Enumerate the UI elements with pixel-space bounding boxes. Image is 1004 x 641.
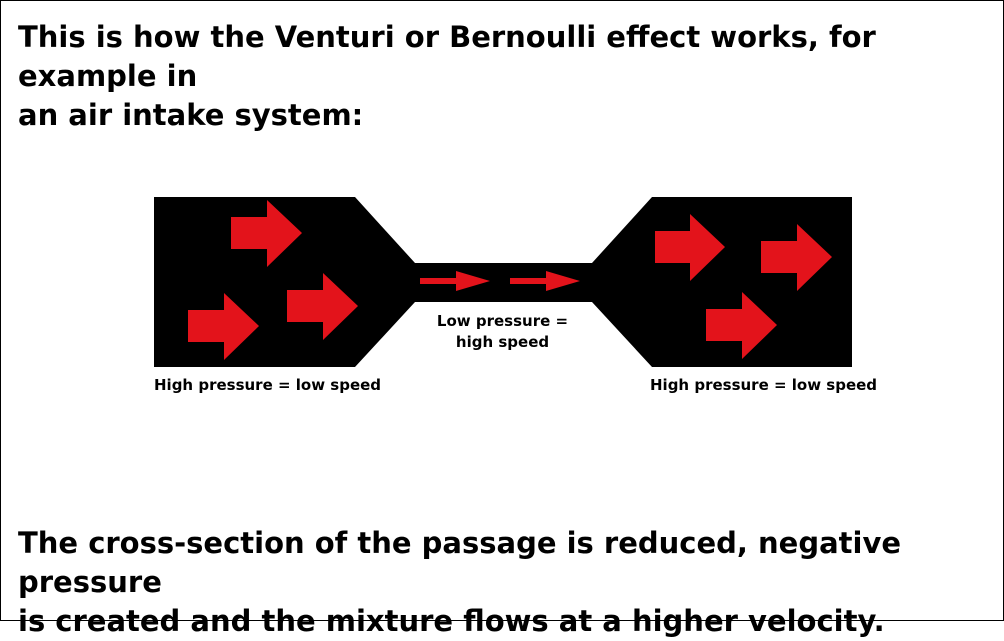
right-arrow-icon <box>188 293 259 360</box>
right-arrow-icon <box>287 273 358 340</box>
footer-line-2: is created and the mixture flows at a hi… <box>18 604 885 638</box>
heading-line-2: an air intake system: <box>18 98 364 132</box>
flow-arrows <box>188 200 832 360</box>
label-high-pressure-left: High pressure = low speed <box>154 376 382 394</box>
right-arrow-icon <box>231 200 302 267</box>
right-arrow-icon <box>706 292 777 359</box>
right-arrow-icon <box>761 224 832 291</box>
label-high-pressure-right: High pressure = low speed <box>650 376 878 394</box>
heading-line-1: This is how the Venturi or Bernoulli eff… <box>18 20 876 93</box>
label-low-pressure: Low pressure = high speed <box>415 311 590 353</box>
venturi-diagram <box>154 197 852 367</box>
label-low-pressure-line-2: high speed <box>455 333 550 351</box>
right-arrow-icon <box>420 271 490 291</box>
right-arrow-icon <box>510 271 580 291</box>
footer-caption: The cross-section of the passage is redu… <box>18 524 978 641</box>
label-low-pressure-line-1: Low pressure = <box>436 312 569 330</box>
heading: This is how the Venturi or Bernoulli eff… <box>18 18 978 135</box>
right-arrow-icon <box>655 214 725 281</box>
footer-line-1: The cross-section of the passage is redu… <box>18 526 902 599</box>
